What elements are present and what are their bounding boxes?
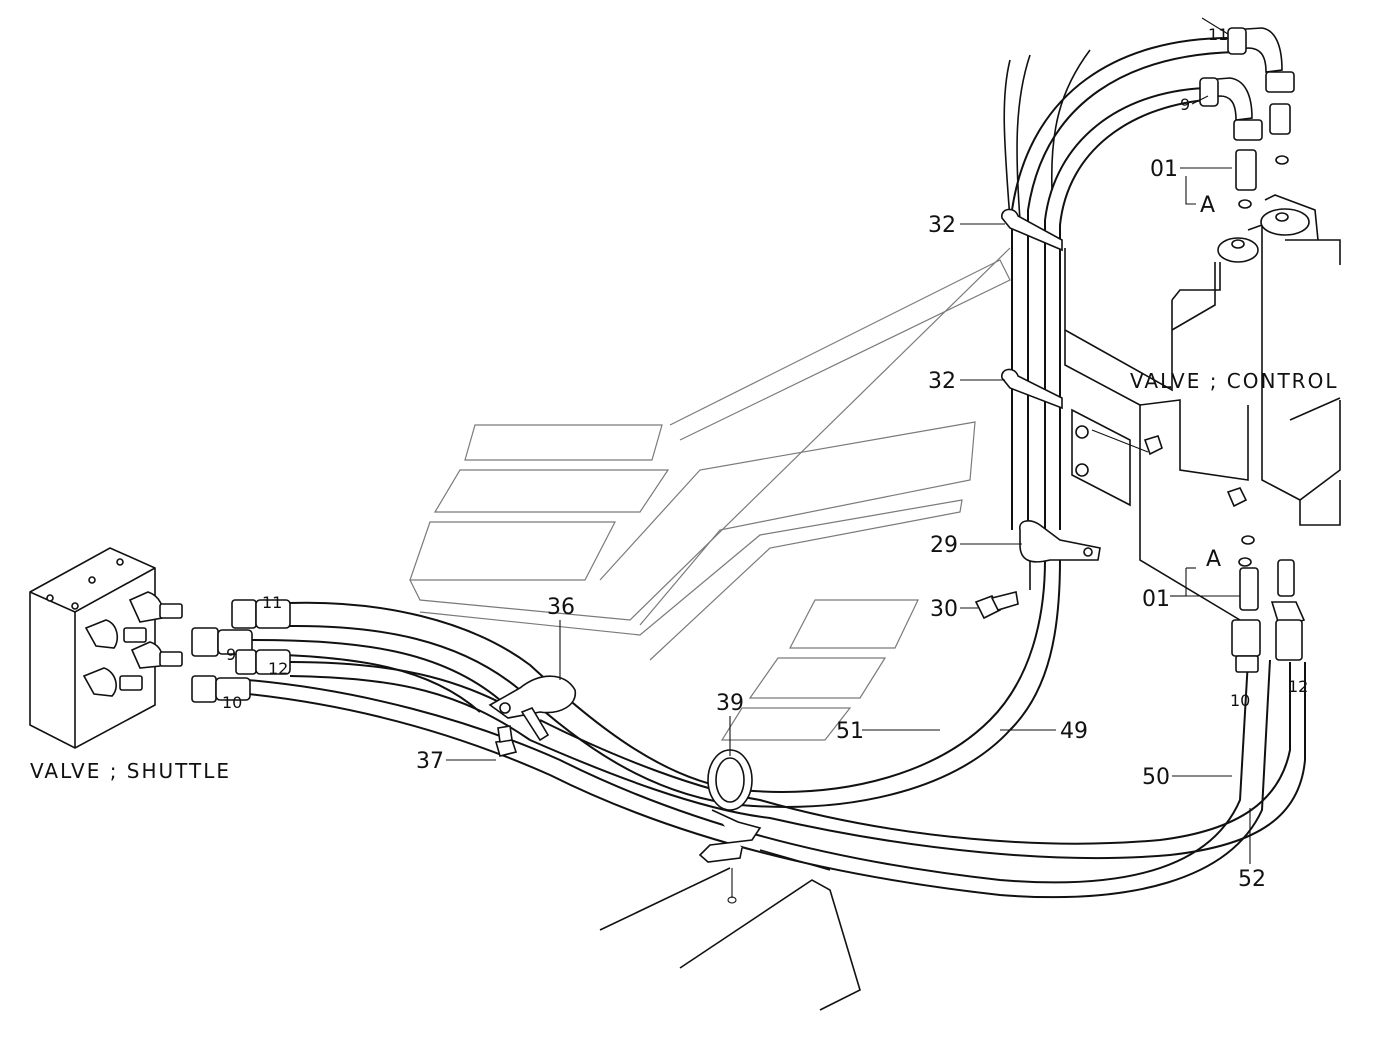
- label-30: 30: [930, 597, 958, 622]
- label-51: 51: [836, 719, 864, 744]
- label-a-bottom: A: [1206, 547, 1221, 572]
- top-fittings: [1199, 27, 1295, 209]
- label-36: 36: [547, 595, 575, 620]
- label-01-top: 01: [1150, 157, 1178, 182]
- valve-control-label: VALVE ; CONTROL: [1130, 369, 1338, 393]
- shuttle-valve: [29, 547, 291, 749]
- label-port-9-left: 9: [226, 645, 236, 664]
- label-port-9-top: 9: [1180, 95, 1190, 114]
- control-valve: [1064, 194, 1341, 621]
- label-49: 49: [1060, 719, 1088, 744]
- label-32-mid: 32: [928, 369, 956, 394]
- watermark-logo: [409, 247, 1011, 741]
- label-port-12-right: 12: [1288, 677, 1308, 696]
- lower-fittings: [1231, 557, 1306, 673]
- label-32-top: 32: [928, 213, 956, 238]
- callout-labels: VALVE ; CONTROL VALVE ; SHUTTLE 32 32 29…: [30, 25, 1338, 892]
- label-50: 50: [1142, 765, 1170, 790]
- clamps: [488, 208, 1101, 863]
- label-port-10-left: 10: [222, 693, 242, 712]
- label-52: 52: [1238, 867, 1266, 892]
- frame-structure: [1003, 49, 1091, 590]
- label-39: 39: [716, 691, 744, 716]
- label-37: 37: [416, 749, 444, 774]
- label-port-11-top: 11: [1208, 25, 1228, 44]
- bolts: [494, 591, 1019, 904]
- label-a-top: A: [1200, 193, 1215, 218]
- leader-lines: [446, 17, 1251, 864]
- label-port-10-right: 10: [1230, 691, 1250, 710]
- valve-shuttle-label: VALVE ; SHUTTLE: [30, 759, 231, 783]
- label-port-11-left: 11: [262, 593, 282, 612]
- label-29: 29: [930, 533, 958, 558]
- bottom-frame: [599, 849, 861, 1011]
- label-port-12-left: 12: [268, 659, 288, 678]
- label-01-bottom: 01: [1142, 587, 1170, 612]
